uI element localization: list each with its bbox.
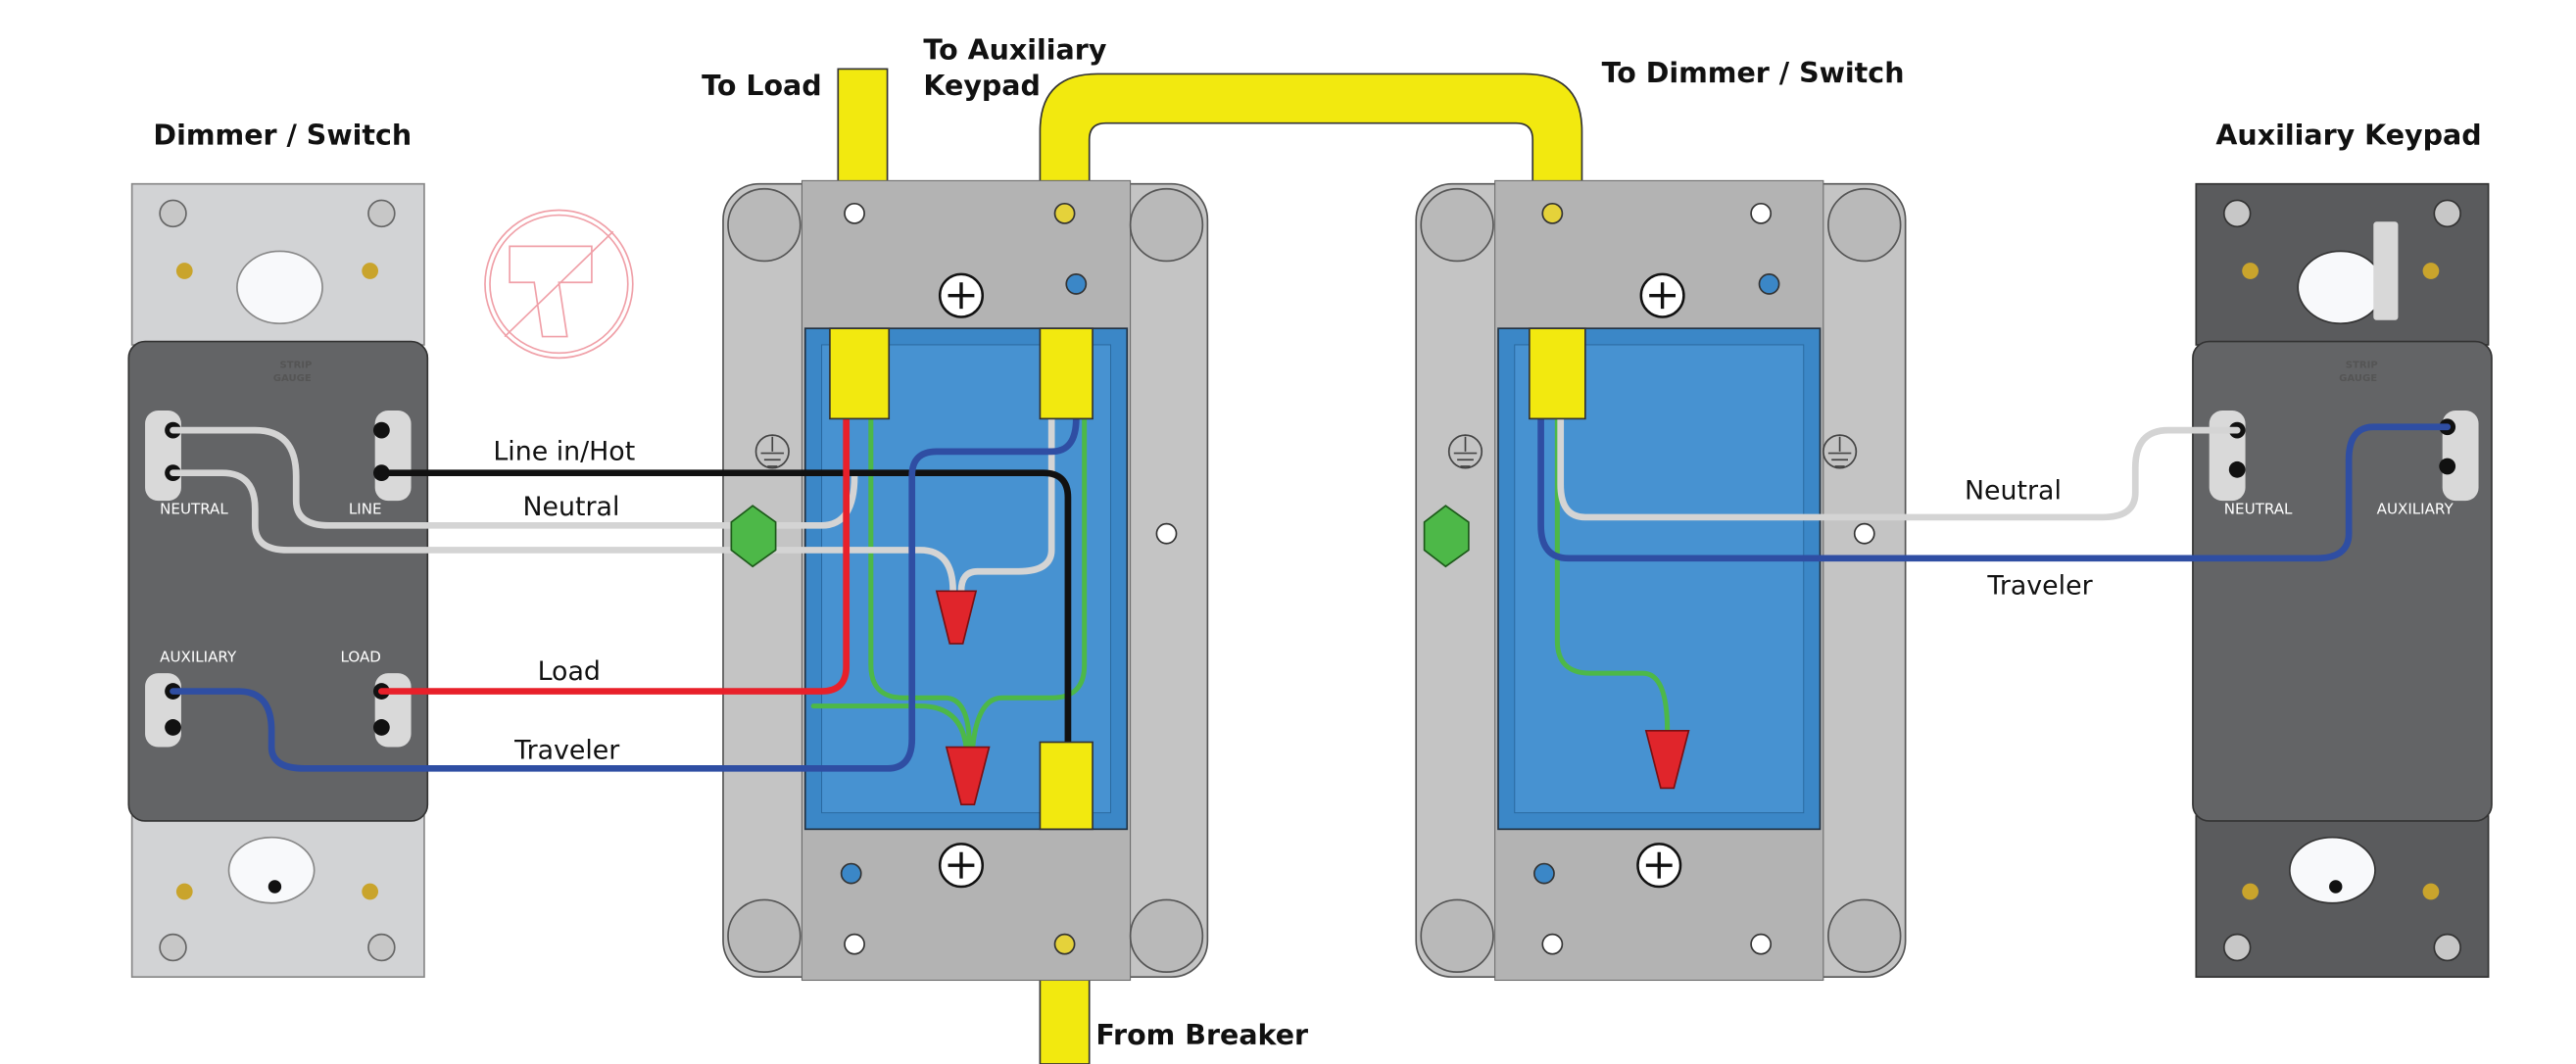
no-drill-icon — [484, 209, 634, 360]
dimmer-switch-device: STRIP GAUGE NEUTRAL LINE AUXILIARY LOAD — [127, 182, 429, 979]
ground-symbol-icon — [1447, 434, 1483, 469]
terminal-label-neutral: NEUTRAL — [160, 501, 228, 518]
line-hot-wire — [378, 469, 1072, 759]
screw-icon — [1636, 843, 1682, 889]
terminal-neutral — [2209, 410, 2246, 502]
strip-gauge-label: GAUGE — [273, 373, 312, 384]
ground-symbol-icon — [1823, 434, 1858, 469]
terminal-auxiliary — [145, 673, 181, 748]
auxiliary-keypad-title: Auxiliary Keypad — [2215, 119, 2481, 151]
terminal-line — [373, 410, 412, 502]
terminal-label-auxiliary: AUXILIARY — [2377, 501, 2454, 518]
screw-icon — [938, 272, 985, 318]
strip-gauge-label: STRIP — [279, 360, 312, 370]
terminal-neutral — [145, 410, 181, 502]
to-auxiliary-keypad-label-1: To Auxiliary — [923, 33, 1106, 66]
wire-nut-icon — [1644, 729, 1690, 790]
traveler-wire-right — [1537, 415, 2452, 562]
wire-nut-icon — [935, 590, 978, 645]
from-breaker-cable — [1039, 976, 1091, 1064]
ground-symbol-icon — [754, 434, 790, 469]
strip-gauge-label: GAUGE — [2339, 373, 2377, 384]
terminal-label-line: LINE — [349, 501, 382, 518]
auxiliary-keypad-device: STRIP GAUGE NEUTRAL AUXILIARY — [2192, 182, 2493, 979]
auxiliary-cable — [1039, 73, 1583, 330]
dimmer-switch-title: Dimmer / Switch — [153, 119, 412, 151]
to-auxiliary-keypad-label-2: Keypad — [923, 70, 1040, 102]
screw-icon — [1639, 272, 1685, 318]
wire-label-neutral-left: Neutral — [523, 492, 620, 522]
strip-gauge-label: STRIP — [2346, 360, 2378, 370]
from-breaker-label: From Breaker — [1095, 1019, 1308, 1051]
to-dimmer-switch-label: To Dimmer / Switch — [1602, 57, 1905, 89]
ground-clamp-icon — [730, 505, 777, 568]
terminal-load — [373, 673, 412, 748]
wire-label-traveler-right: Traveler — [1986, 571, 2093, 602]
wire-nut-icon — [945, 746, 991, 806]
load-wire — [378, 415, 851, 695]
cable-connectors — [829, 327, 1586, 831]
ground-clamp-icon — [1423, 505, 1470, 568]
terminal-label-neutral: NEUTRAL — [2224, 501, 2293, 518]
screw-icon — [938, 843, 985, 889]
terminal-label-auxiliary: AUXILIARY — [160, 648, 237, 665]
terminal-label-load: LOAD — [340, 648, 380, 665]
wire-label-load: Load — [538, 656, 601, 687]
wire-label-line-in-hot: Line in/Hot — [493, 436, 635, 466]
ground-wires — [810, 415, 1671, 750]
traveler-wire-left — [170, 415, 1080, 772]
to-load-label: To Load — [702, 70, 821, 102]
right-junction-box — [1415, 179, 1907, 982]
wire-label-neutral-right: Neutral — [1965, 475, 2062, 506]
wire-label-traveler-left: Traveler — [513, 735, 620, 765]
